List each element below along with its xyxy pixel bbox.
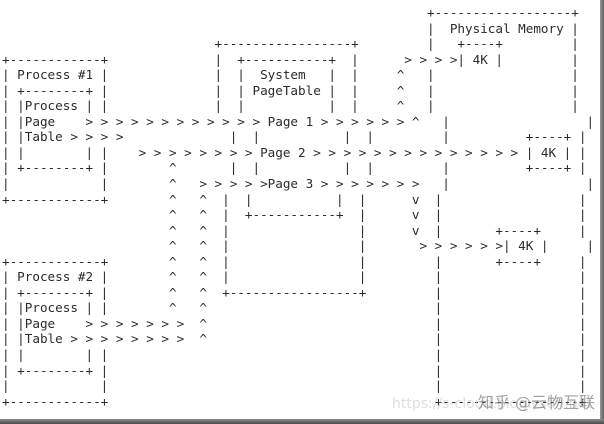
ascii-line: +-----------------+ | +----+ |: [2, 36, 579, 52]
ascii-line-frame-4k-1: +------------+ | +-----------+ | > > > >…: [2, 51, 579, 67]
ascii-line: +------------------+: [2, 5, 579, 20]
ascii-line: +------------+ ^ ^ | | | +----+ |: [2, 253, 587, 269]
ascii-line-physical-memory-title: | Physical Memory |: [2, 20, 579, 36]
ascii-line-process2-title: | Process #2 | ^ ^ | | | |: [2, 269, 587, 285]
ascii-line: | | | | | |: [2, 347, 587, 363]
ascii-line-page-2: | | | | > > > > > > > > Page 2 > > > > >…: [2, 144, 587, 160]
frame-shadow-bottom: [0, 419, 604, 424]
ascii-line: | |Page > > > > > > > ^ | |: [2, 315, 587, 331]
watermark-text: 知乎 @云物互联: [478, 393, 596, 412]
frame-shadow-right: [600, 0, 604, 424]
ascii-line: | |Process | | ^ ^ | |: [2, 300, 587, 316]
watermark-url: https://s-cloud.blog.csdn.net: [392, 396, 592, 412]
ascii-line: | |Table > > > > | | | | | +----+ |: [2, 129, 587, 145]
ascii-page-table-diagram: +------------------+ | Physical Memory |…: [2, 5, 594, 409]
ascii-line: | | | |: [2, 378, 587, 394]
ascii-line: | +--------+ | ^ ^ +-----------------+ |…: [2, 284, 587, 300]
ascii-line-page-1: | |Page > > > > > > > > > > > > Page 1 >…: [2, 113, 595, 129]
ascii-line-process1-title: | Process #1 | | | System | | ^ | |: [2, 67, 579, 83]
ascii-line: ^ ^ | +-----------+ | v | |: [2, 207, 587, 223]
ascii-line: | |Table > > > > > > > > ^ | |: [2, 331, 587, 347]
ascii-line: | +--------+ | ^ | | | | | +----+ |: [2, 160, 587, 176]
ascii-line-system-pagetable-title: | +--------+ | | | PageTable | | ^ | |: [2, 82, 579, 98]
ascii-line-page-3: | | ^ > > > > >Page 3 > > > > > > > | |: [2, 176, 595, 192]
ascii-line: +------------+ +------------------+: [2, 393, 587, 409]
ascii-line: | |Process | | | | | | ^ | |: [2, 98, 579, 114]
ascii-line: ^ ^ | | v | +----+ |: [2, 222, 587, 238]
ascii-line: +------------+ ^ ^ | | | | v | |: [2, 191, 587, 207]
ascii-line-frame-4k-3: ^ ^ | | > > > > > >| 4K | |: [2, 238, 595, 254]
ascii-line: | +--------+ | | |: [2, 362, 587, 378]
